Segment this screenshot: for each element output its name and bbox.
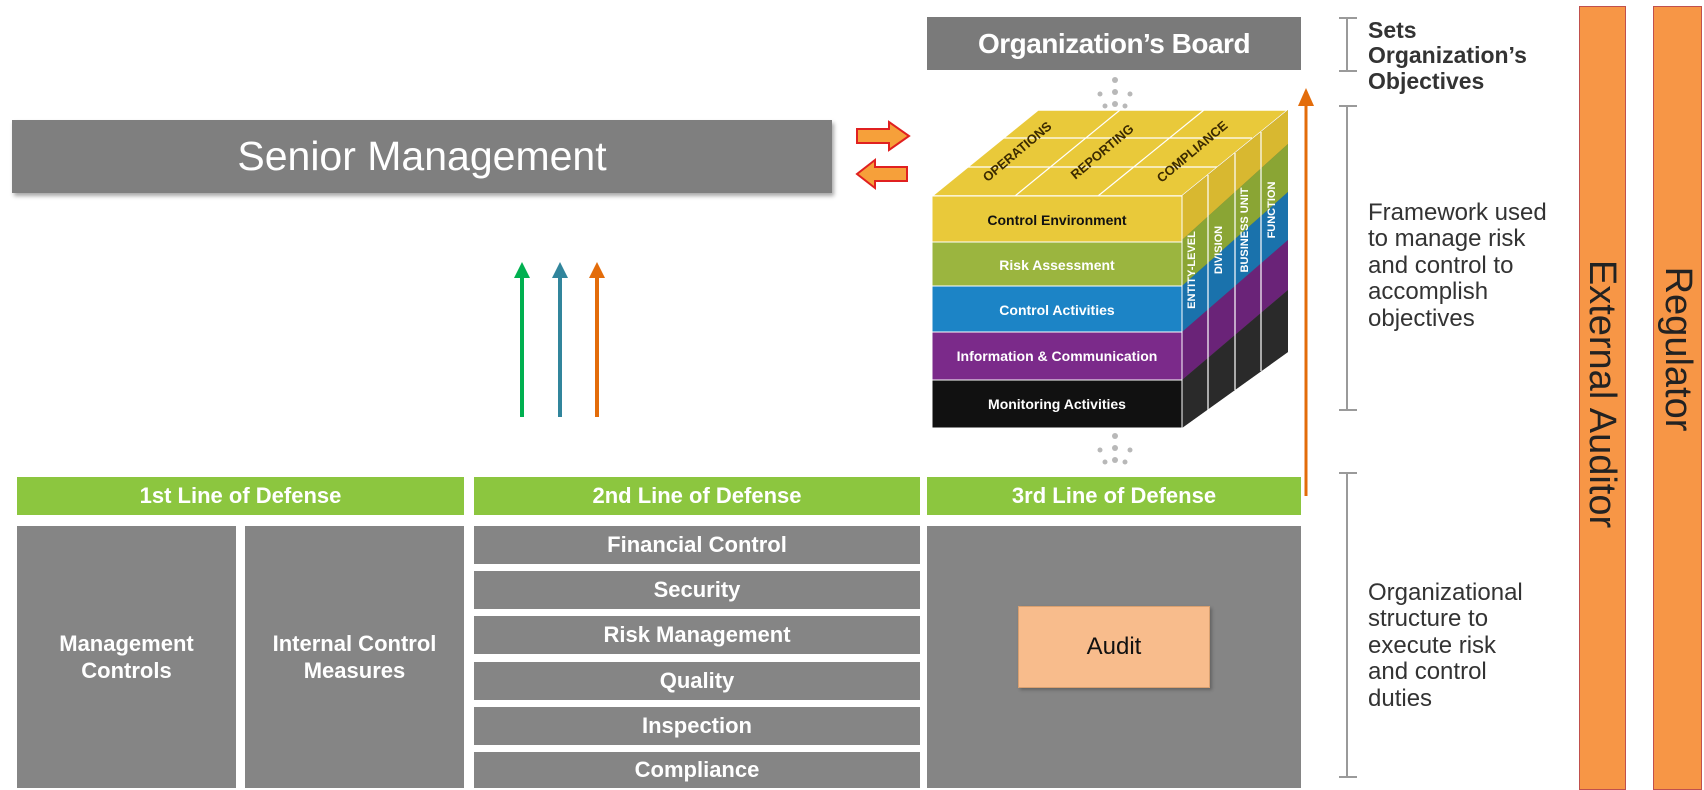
security-item: Security (474, 571, 920, 609)
framework-bracket (1339, 105, 1357, 411)
quality-item: Quality (474, 662, 920, 700)
cube-side-function: FUNCTION (1266, 182, 1278, 239)
structure-note: Organizational structure to execute risk… (1368, 579, 1523, 712)
risk-management-item: Risk Management (474, 616, 920, 654)
external-auditor-label: External Auditor (1581, 259, 1623, 529)
cube-row-label-4: Monitoring Activities (988, 396, 1126, 412)
management-controls-cell: Management Controls (17, 526, 236, 788)
regulator-label: Regulator (1657, 266, 1699, 432)
orange-up-arrow-icon (1298, 88, 1314, 496)
cube-row-control-activities (931, 285, 1183, 333)
organization-board-box: Organization’s Board (927, 17, 1301, 70)
dots-top-icon (1097, 77, 1133, 109)
cube-row-information-communication (931, 331, 1183, 381)
cube-row-label-2: Control Activities (999, 302, 1115, 318)
audit-box: Audit (1018, 606, 1210, 688)
structure-bracket (1339, 472, 1357, 778)
inspection-item: Inspection (474, 707, 920, 745)
financial-control-item: Financial Control (474, 526, 920, 564)
upward-arrows (514, 262, 605, 417)
left-arrow-icon (855, 157, 908, 191)
cube-side-division: DIVISION (1213, 226, 1225, 274)
senior-management-box: Senior Management (12, 120, 832, 193)
objectives-note: Sets Organization’s Objectives (1368, 17, 1527, 94)
framework-note: Framework used to manage risk and contro… (1368, 199, 1547, 332)
external-auditor-bar (1579, 6, 1626, 790)
internal-control-measures-cell: Internal Control Measures (245, 526, 464, 788)
compliance-item: Compliance (474, 752, 920, 788)
dots-bottom-icon (1097, 433, 1133, 465)
cube-row-label-1: Risk Assessment (999, 257, 1115, 273)
coso-cube: OPERATIONS REPORTING COMPLIANCE ENTITY-L… (930, 109, 1291, 429)
cube-row-label-3: Information & Communication (957, 348, 1158, 364)
cube-side-business-unit: BUSINESS UNIT (1239, 187, 1251, 272)
right-arrow-icon (856, 120, 911, 152)
second-line-header: 2nd Line of Defense (474, 477, 920, 515)
exchange-arrows-icon (855, 120, 911, 191)
cube-side-entity: ENTITY-LEVEL (1186, 231, 1198, 309)
cube-row-monitoring-activities (931, 379, 1183, 429)
regulator-bar (1653, 6, 1702, 790)
first-line-header: 1st Line of Defense (17, 477, 464, 515)
third-line-header: 3rd Line of Defense (927, 477, 1301, 515)
objectives-bracket (1339, 17, 1357, 72)
cube-row-risk-assessment (931, 241, 1183, 287)
cube-row-label-0: Control Environment (987, 212, 1127, 228)
